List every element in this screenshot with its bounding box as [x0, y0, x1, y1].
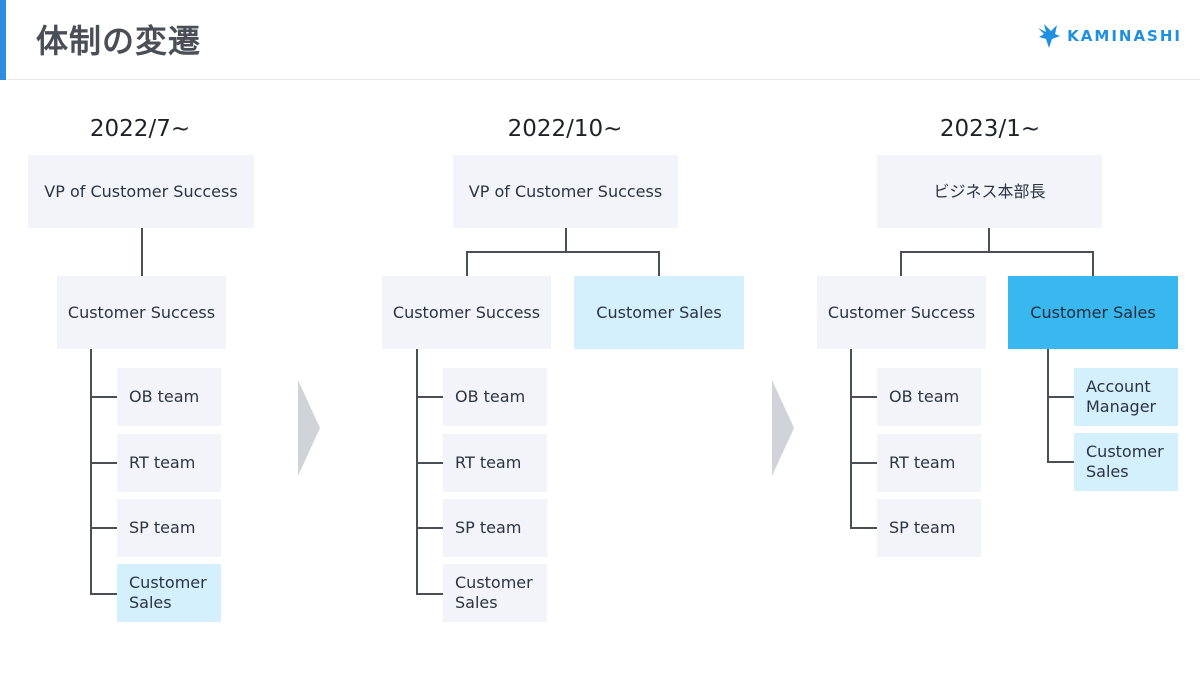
connector [90, 527, 117, 529]
connector [1047, 396, 1074, 398]
stage-2-division-customer-sales: Customer Sales [574, 276, 744, 349]
team-label: RT team [455, 453, 522, 472]
connector [466, 251, 660, 253]
team-label: Customer Sales [129, 573, 207, 612]
connector [90, 396, 117, 398]
connector [1047, 461, 1074, 463]
stage-3-team-sp: SP team [877, 499, 981, 557]
stage-3-top-box: ビジネス本部長 [877, 155, 1102, 228]
stage-1-period: 2022/7~ [89, 116, 191, 142]
team-label: OB team [889, 387, 960, 406]
connector [466, 251, 468, 276]
connector [850, 396, 877, 398]
stage-3-team-account-manager: Account Manager [1074, 368, 1178, 426]
stage-2-team-rt: RT team [443, 434, 547, 492]
connector [900, 251, 902, 276]
stage-1-division-customer-success: Customer Success [57, 276, 226, 349]
connector [416, 593, 443, 595]
team-label: SP team [455, 518, 522, 537]
connector [1092, 251, 1094, 276]
header-accent-bar [0, 0, 6, 80]
stage-2-team-sp: SP team [443, 499, 547, 557]
logo-text: KAMINASHI [1067, 27, 1182, 45]
connector [900, 251, 1094, 253]
connector [850, 462, 877, 464]
connector [141, 228, 143, 276]
connector [565, 228, 567, 252]
team-label: Customer Sales [1086, 442, 1164, 481]
header: 体制の変遷 KAMINASHI [0, 0, 1200, 80]
stage-1-top-box: VP of Customer Success [28, 155, 254, 228]
connector [850, 349, 852, 529]
team-label: Customer Sales [455, 573, 533, 612]
stage-1-team-ob: OB team [117, 368, 221, 426]
team-label: RT team [889, 453, 956, 472]
connector [1047, 349, 1049, 463]
stage-3-team-ob: OB team [877, 368, 981, 426]
connector [658, 251, 660, 276]
connector [416, 349, 418, 594]
team-label: OB team [129, 387, 200, 406]
stage-3-top-label: ビジネス本部長 [933, 181, 1046, 201]
connector [416, 396, 443, 398]
stage-2-period: 2022/10~ [507, 116, 623, 142]
chevron-right-icon [772, 380, 794, 476]
team-label: OB team [455, 387, 526, 406]
connector [416, 527, 443, 529]
stage-2-team-ob: OB team [443, 368, 547, 426]
team-label: Account Manager [1086, 377, 1157, 416]
stage-3-period: 2023/1~ [939, 116, 1041, 142]
connector [90, 593, 117, 595]
logo: KAMINASHI [1035, 18, 1182, 54]
stage-3-division-customer-sales: Customer Sales [1008, 276, 1178, 349]
stage-1-team-sp: SP team [117, 499, 221, 557]
team-label: SP team [889, 518, 956, 537]
stage-2-division-customer-success: Customer Success [382, 276, 551, 349]
stage-2-team-customer-sales: Customer Sales [443, 564, 547, 622]
stage-1-team-customer-sales: Customer Sales [117, 564, 221, 622]
division-label: Customer Success [827, 302, 976, 322]
stage-2-top-label: VP of Customer Success [468, 181, 663, 201]
kaminashi-bird-icon [1038, 24, 1061, 48]
division-label: Customer Success [392, 302, 541, 322]
team-label: RT team [129, 453, 196, 472]
connector [90, 349, 92, 594]
division-label: Customer Sales [596, 302, 722, 322]
stage-1-team-rt: RT team [117, 434, 221, 492]
stage-3-team-customer-sales: Customer Sales [1074, 433, 1178, 491]
page-title: 体制の変遷 [36, 22, 202, 60]
connector [90, 462, 117, 464]
stage-2-top-box: VP of Customer Success [453, 155, 678, 228]
stage-3-team-rt: RT team [877, 434, 981, 492]
chevron-right-icon [298, 380, 320, 476]
stage-1-top-label: VP of Customer Success [44, 181, 238, 201]
connector [416, 462, 443, 464]
stage-3-division-customer-success: Customer Success [817, 276, 986, 349]
connector [850, 527, 877, 529]
team-label: SP team [129, 518, 196, 537]
division-label: Customer Sales [1030, 302, 1156, 322]
division-label: Customer Success [67, 302, 216, 322]
connector [988, 228, 990, 252]
